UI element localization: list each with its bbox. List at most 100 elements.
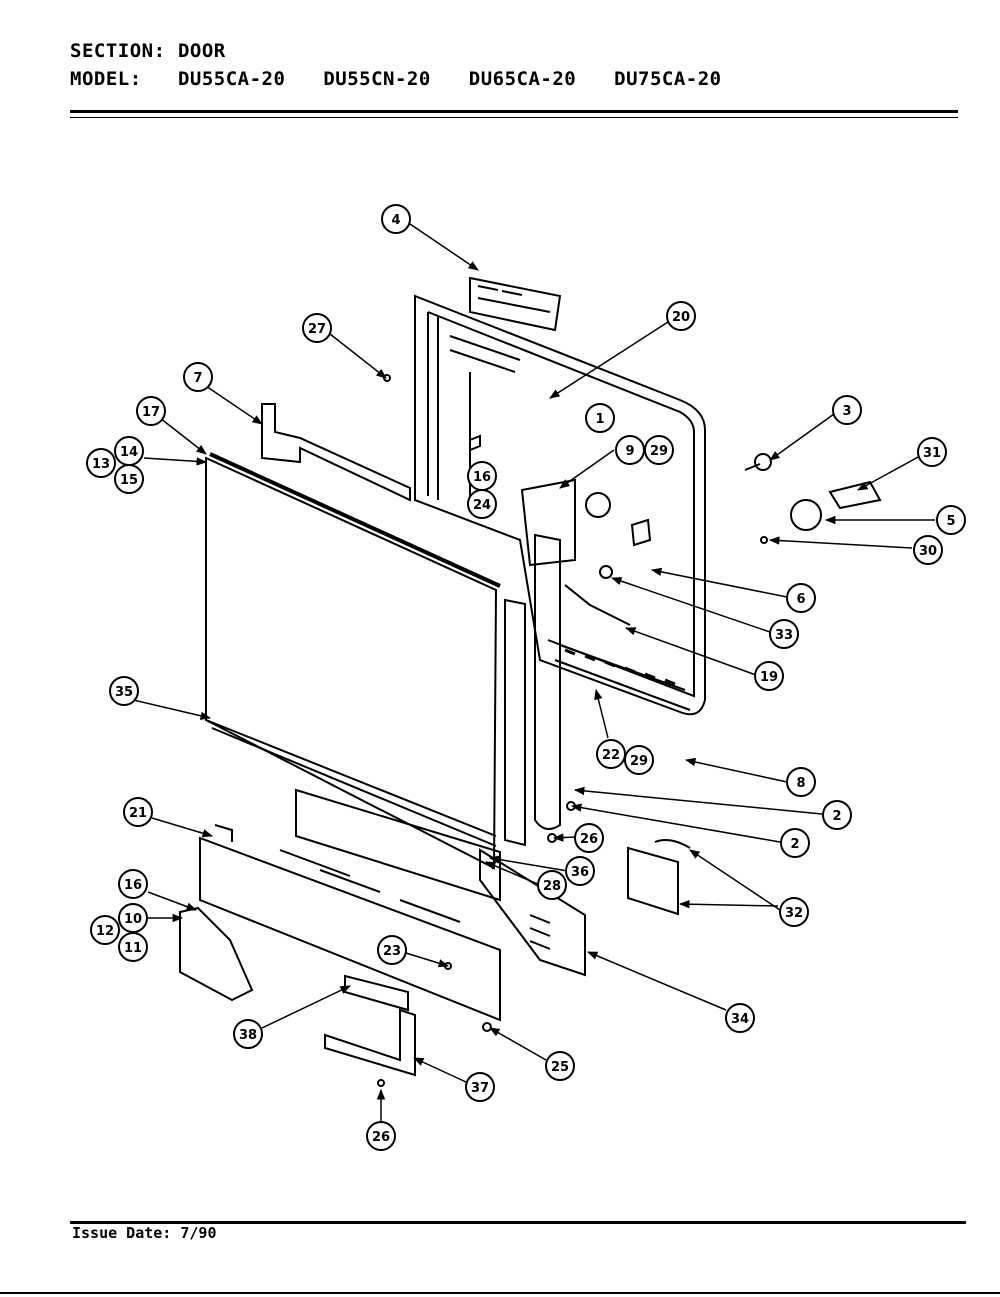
issue-date: Issue Date: 7/90 [72,1224,217,1242]
callout-16: 16 [118,869,148,899]
svg-text:28: 28 [543,879,561,894]
callout-16: 16 [467,461,497,491]
svg-text:30: 30 [919,544,937,559]
gasket-strip [261,403,411,502]
leader-line [857,455,921,491]
callout-26: 26 [366,1121,396,1151]
leader-line [625,627,757,676]
callout-12: 12 [90,915,120,945]
leader-line [329,333,387,379]
callout-19: 19 [754,661,784,691]
leader-line [151,817,214,838]
callout-33: 33 [769,619,799,649]
callout-36: 36 [565,856,595,886]
callout-21: 21 [123,797,153,827]
inner-door-frame [414,294,706,716]
callout-38: 38 [233,1019,263,1049]
callout-17: 17 [136,396,166,426]
callout-8: 8 [786,767,816,797]
svg-text:21: 21 [129,806,147,821]
svg-text:36: 36 [571,865,589,880]
callout-35: 35 [109,676,139,706]
svg-text:19: 19 [760,670,778,685]
svg-text:31: 31 [923,446,941,461]
callout-4: 4 [381,204,411,234]
callout-25: 25 [545,1051,575,1081]
bracket-38 [344,974,409,1012]
callout-10: 10 [118,903,148,933]
footer-rule [70,1221,966,1224]
leader-line [650,567,788,598]
svg-text:6: 6 [796,592,805,607]
svg-text:14: 14 [120,445,138,460]
svg-text:16: 16 [473,470,491,485]
leader-line [413,1057,467,1083]
leader-line [594,688,609,739]
leader-line [488,855,569,872]
door-vent-part [469,276,562,332]
leader-line [573,786,823,815]
leader-line [405,952,450,968]
callout-1: 1 [585,403,615,433]
leader-line [489,1027,547,1061]
svg-text:26: 26 [580,832,598,847]
leader-line [552,833,576,842]
leader-line [559,449,615,489]
svg-text:38: 38 [239,1028,257,1043]
callout-3: 3 [832,395,862,425]
svg-text:13: 13 [92,457,110,472]
callout-26: 26 [574,823,604,853]
model-number: DU55CN-20 [323,68,431,90]
section-label: SECTION: [70,40,166,62]
svg-text:33: 33 [775,628,793,643]
screw-part [482,1022,492,1032]
callout-27: 27 [302,313,332,343]
kick-panel-21 [199,824,501,1022]
callout-14: 14 [114,436,144,466]
callout-13: 13 [86,448,116,478]
bracket-32 [627,839,691,916]
svg-text:29: 29 [650,444,668,459]
svg-text:29: 29 [630,754,648,769]
model-number: DU65CA-20 [468,68,577,90]
callout-2: 2 [780,828,810,858]
callout-28: 28 [537,870,567,900]
callout-24: 24 [467,489,497,519]
model-number: DU55CA-20 [177,68,286,90]
svg-text:35: 35 [115,685,133,700]
leader-line [485,861,541,886]
callout-30: 30 [913,535,943,565]
leader-line [570,803,781,843]
svg-text:9: 9 [625,444,634,459]
leader-line [143,457,208,466]
kick-panel-36 [295,788,501,902]
svg-text:8: 8 [796,776,805,791]
leader-line [611,577,771,633]
svg-text:5: 5 [946,514,955,529]
leader-line [678,899,779,909]
svg-text:2: 2 [790,837,799,852]
callout-20: 20 [666,301,696,331]
leader-line [689,849,781,911]
callout-22: 22 [596,739,626,769]
callout-6: 6 [786,583,816,613]
bracket-37 [324,1008,416,1077]
leader-line [549,321,669,399]
leader-line [409,223,479,271]
callout-7: 7 [183,362,213,392]
callout-34: 34 [725,1003,755,1033]
model-line: MODEL: DU55CA-20 DU55CN-20 DU65CA-20 DU7… [70,68,960,96]
svg-text:16: 16 [124,878,142,893]
section-line: SECTION: DOOR [70,40,960,68]
svg-text:37: 37 [471,1081,489,1096]
latch-channel [504,478,576,847]
callout-29: 29 [644,435,674,465]
svg-text:11: 11 [124,941,142,956]
header-rule [70,110,958,113]
model-number: DU75CA-20 [614,68,722,90]
leader-line [769,413,835,461]
svg-text:24: 24 [473,498,491,513]
svg-text:25: 25 [551,1060,569,1075]
section-value: DOOR [177,40,226,62]
